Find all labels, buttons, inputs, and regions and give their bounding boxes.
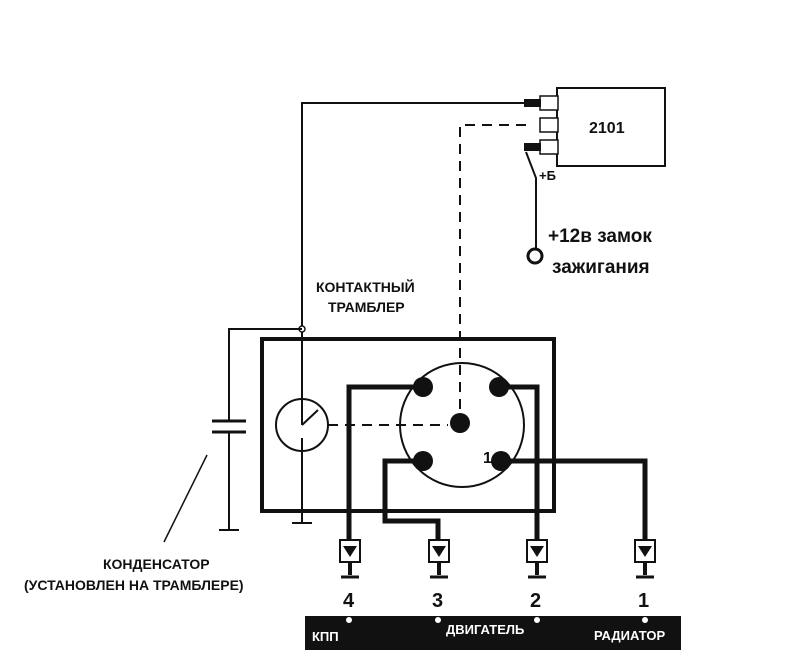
- sensor-4: [339, 539, 361, 579]
- sensor-number-2: 2: [530, 590, 541, 612]
- ignition-terminal: [526, 247, 544, 265]
- module-2101: 2101: [524, 87, 666, 167]
- sensor-1: [634, 539, 656, 579]
- capacitor: [212, 419, 246, 434]
- sensor-2: [526, 539, 548, 579]
- ignition-label-line1: +12в замок: [548, 226, 652, 247]
- breaker-contact: [275, 338, 329, 524]
- sensor-number-4: 4: [343, 590, 355, 612]
- plus-b-label: +Б: [539, 168, 556, 183]
- distributor-label-line1: КОНТАКТНЫЙ: [316, 278, 415, 295]
- sensor-number-3: 3: [432, 590, 443, 612]
- location-bar: КПП ДВИГАТЕЛЬ РАДИАТОР: [305, 616, 681, 650]
- sensor-number-1: 1: [638, 590, 649, 612]
- rotor-center: [450, 413, 470, 433]
- distributor-housing: [260, 337, 556, 513]
- bar-label-engine: ДВИГАТЕЛЬ: [446, 622, 524, 637]
- capacitor-label-line2: (УСТАНОВЛЕН НА ТРАМБЛЕРЕ): [24, 577, 244, 593]
- bar-label-kpp: КПП: [312, 629, 339, 644]
- sensor-3: [428, 539, 450, 579]
- capacitor-label-line1: КОНДЕНСАТОР: [103, 556, 210, 572]
- ignition-label-line2: зажигания: [552, 257, 650, 278]
- distributor-label-line2: ТРАМБЛЕР: [328, 299, 405, 315]
- cap-pin-label: 1: [483, 450, 492, 467]
- module-label: 2101: [589, 120, 625, 137]
- module-box: [556, 87, 666, 167]
- bar-label-radiator: РАДИАТОР: [594, 628, 665, 643]
